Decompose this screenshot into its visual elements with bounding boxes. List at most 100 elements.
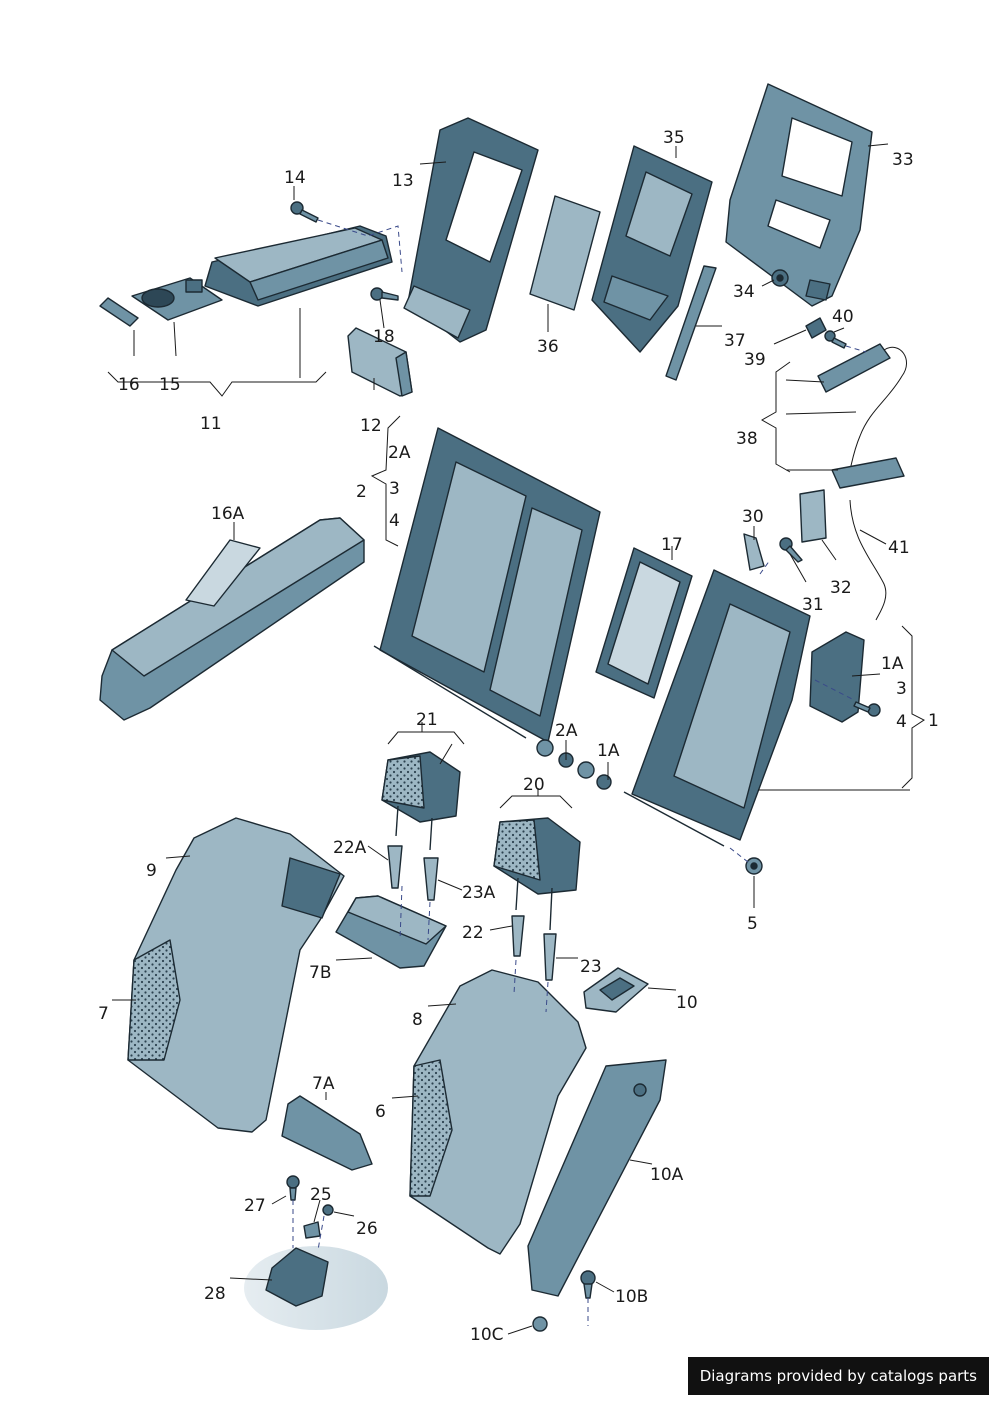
part-13-backrest-frame-upper <box>403 117 539 343</box>
callout-16: 16 <box>118 375 140 395</box>
callout-7B: 7B <box>309 963 331 983</box>
callout-11: 11 <box>200 414 222 434</box>
part-7A-cushion <box>281 1095 373 1171</box>
part-23-guide <box>543 933 557 981</box>
callout-18: 18 <box>373 327 395 347</box>
callout-32: 32 <box>830 578 852 598</box>
dashed-guides <box>292 219 867 1326</box>
credit-banner: Diagrams provided by catalogs parts <box>687 1357 989 1395</box>
part-41-cable <box>849 499 887 621</box>
part-16A-armrest-side <box>99 517 365 721</box>
part-38-release-lever-assembly <box>817 343 907 489</box>
callout-13: 13 <box>392 171 414 191</box>
callout-9: 9 <box>146 861 157 881</box>
part-30-bracket <box>743 533 765 571</box>
callout-5: 5 <box>747 914 758 934</box>
part-11-armrest-center <box>204 225 393 307</box>
callout-39: 39 <box>744 350 766 370</box>
callout-36: 36 <box>537 337 559 357</box>
callout-3-right: 3 <box>896 679 907 699</box>
part-25-clip <box>303 1221 321 1239</box>
part-23A-guide <box>423 857 439 901</box>
callout-12: 12 <box>360 416 382 436</box>
callout-30: 30 <box>742 507 764 527</box>
callout-20: 20 <box>523 775 545 795</box>
part-10-bezel <box>583 967 649 1013</box>
part-5-bushing <box>745 857 763 875</box>
callout-40: 40 <box>832 307 854 327</box>
part-32-cover <box>799 489 827 543</box>
part-20-headrest-right <box>493 817 581 931</box>
callout-35: 35 <box>663 128 685 148</box>
callout-22A: 22A <box>333 838 367 858</box>
callout-10: 10 <box>676 993 698 1013</box>
callout-38: 38 <box>736 429 758 449</box>
callout-7A: 7A <box>312 1074 335 1094</box>
callout-15: 15 <box>159 375 181 395</box>
part-28-latch-bracket <box>244 1246 388 1330</box>
callout-31: 31 <box>802 595 824 615</box>
callout-labels: 14 13 35 33 34 18 36 37 40 39 16 15 11 1… <box>98 128 939 1345</box>
part-2-backrest-frame-left <box>373 427 601 743</box>
part-26-screw <box>322 1204 334 1216</box>
callout-6: 6 <box>375 1102 386 1122</box>
callout-23A: 23A <box>462 883 496 903</box>
callout-27: 27 <box>244 1196 266 1216</box>
callout-2A-top: 2A <box>388 443 411 463</box>
callout-25: 25 <box>310 1185 332 1205</box>
callout-14: 14 <box>284 168 306 188</box>
callout-2: 2 <box>356 482 367 502</box>
callout-10C: 10C <box>470 1325 504 1345</box>
part-34-nut <box>771 269 789 287</box>
part-1A-hinge-cover <box>809 631 865 723</box>
part-14-screw <box>290 201 319 223</box>
callout-22: 22 <box>462 923 484 943</box>
callout-3-left: 3 <box>389 479 400 499</box>
part-18-bolt <box>370 287 399 301</box>
callout-1: 1 <box>928 711 939 731</box>
callout-21: 21 <box>416 710 438 730</box>
callout-10A: 10A <box>650 1165 684 1185</box>
callout-28: 28 <box>204 1284 226 1304</box>
callout-10B: 10B <box>615 1287 648 1307</box>
callout-7: 7 <box>98 1004 109 1024</box>
part-31-bolt <box>779 537 803 563</box>
part-1-backrest-frame-right <box>623 569 811 847</box>
part-33-backrest-frame-metal <box>725 83 873 307</box>
leader-lines <box>107 143 925 1335</box>
callout-1A-mid: 1A <box>597 741 620 761</box>
callout-17: 17 <box>661 535 683 555</box>
part-22A-guide <box>387 845 403 889</box>
part-22-guide <box>511 915 525 957</box>
part-21-headrest-left <box>381 751 461 851</box>
part-15-cupholder <box>131 277 223 321</box>
part-36-panel <box>529 195 601 311</box>
part-17-pad <box>595 547 693 699</box>
part-10C-nut <box>532 1316 548 1332</box>
part-10B-screw <box>580 1270 596 1299</box>
callout-33: 33 <box>892 150 914 170</box>
callout-41: 41 <box>888 538 910 558</box>
part-10A-side-panel <box>527 1059 667 1297</box>
callout-23: 23 <box>580 957 602 977</box>
callout-26: 26 <box>356 1219 378 1239</box>
part-40-screw <box>824 330 847 349</box>
callout-4-right: 4 <box>896 712 907 732</box>
part-39-clip <box>805 317 827 339</box>
callout-8: 8 <box>412 1010 423 1030</box>
callout-37: 37 <box>724 331 746 351</box>
callout-1A-right: 1A <box>881 654 904 674</box>
callout-2A-mid: 2A <box>555 721 578 741</box>
callout-16A: 16A <box>211 504 245 524</box>
part-7B-cushion <box>335 895 447 969</box>
callout-34: 34 <box>733 282 755 302</box>
part-9-7-backrest-cover-left <box>127 817 345 1133</box>
part-16-trim-cap <box>99 297 139 327</box>
part-8-6-backrest-cover-right <box>409 969 587 1255</box>
part-12-handle <box>347 327 413 397</box>
callout-4-left: 4 <box>389 511 400 531</box>
part-4-bolt-right <box>853 701 881 717</box>
part-35-frame <box>591 145 713 353</box>
part-27-screw <box>286 1175 300 1201</box>
